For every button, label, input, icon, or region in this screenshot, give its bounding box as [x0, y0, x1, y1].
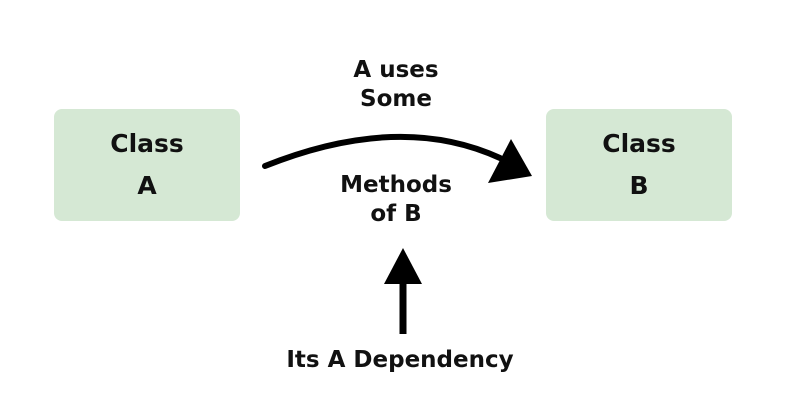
relation-label-bottom: Methods of B [296, 171, 496, 229]
relation-label-bottom-line2: of B [370, 201, 422, 227]
relation-label-top-line2: Some [360, 86, 432, 112]
class-a-label-line2: A [137, 171, 157, 200]
uses-arrow-curve [262, 133, 503, 169]
class-b-box: Class B [546, 109, 732, 221]
class-a-box: Class A [54, 109, 240, 221]
uses-arrow-head [488, 139, 532, 183]
class-b-label-line2: B [629, 171, 649, 200]
dependency-arrow-head [384, 248, 422, 284]
class-a-label-line1: Class [110, 129, 184, 158]
relation-label-bottom-line1: Methods [340, 172, 452, 198]
class-b-label-line1: Class [602, 129, 676, 158]
relation-label-top-line1: A uses [353, 57, 439, 83]
dependency-label: Its A Dependency [286, 347, 514, 373]
relation-label-top: A uses Some [296, 56, 496, 114]
